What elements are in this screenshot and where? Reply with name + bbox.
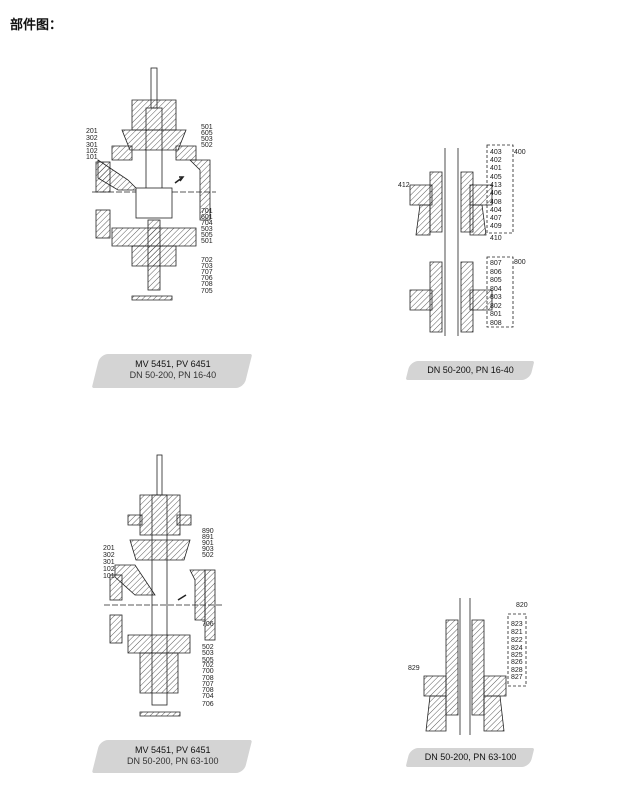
part-number-label: 403 (490, 149, 502, 156)
part-number-label: 707 (202, 681, 214, 688)
part-number-label: 706 (201, 275, 213, 282)
part-number-label: 302 (103, 552, 115, 559)
caption-model: MV 5451, PV 6451 (134, 745, 211, 755)
caption-figure-3: MV 5451, PV 6451 DN 50-200, PN 63-100 (91, 740, 253, 773)
part-number-label: 412 (398, 182, 410, 189)
packing-drawing-820 (423, 598, 527, 735)
part-number-label: 823 (511, 621, 523, 628)
part-number-label: 804 (490, 286, 502, 293)
part-number-label: 402 (490, 157, 502, 164)
part-number-label: 828 (511, 667, 523, 674)
part-number-label: 501 (201, 238, 213, 245)
part-number-label: 706 (202, 621, 214, 628)
part-number-label: 503 (202, 650, 214, 657)
part-number-label: 702 (201, 257, 213, 264)
part-number-labels: 2013023011021015016055035027016017045035… (86, 124, 528, 708)
part-number-label: 704 (202, 693, 214, 700)
part-number-label: 302 (86, 135, 98, 142)
part-number-label: 708 (201, 281, 213, 288)
part-number-label: 407 (490, 215, 502, 222)
part-number-label: 102 (103, 566, 115, 573)
part-number-label: 502 (201, 142, 213, 149)
part-number-label: 410 (490, 235, 502, 242)
part-number-label: 822 (511, 637, 523, 644)
caption-range: DN 50-200, PN 63-100 (424, 752, 517, 762)
part-number-label: 801 (490, 311, 502, 318)
part-number-label: 821 (511, 629, 523, 636)
part-number-label: 826 (511, 659, 523, 666)
part-number-label: 820 (516, 602, 528, 609)
part-number-label: 829 (408, 665, 420, 672)
part-number-label: 413 (490, 182, 502, 189)
part-number-label: 700 (202, 668, 214, 675)
part-number-label: 401 (490, 165, 502, 172)
part-number-label: 408 (490, 199, 502, 206)
caption-range: DN 50-200, PN 63-100 (126, 756, 219, 766)
page-title: 部件图： (10, 18, 63, 33)
part-number-label: 505 (202, 657, 214, 664)
part-number-label: 405 (490, 174, 502, 181)
part-number-label: 301 (103, 559, 115, 566)
part-number-label: 601 (201, 214, 213, 221)
part-number-label: 806 (490, 269, 502, 276)
part-number-label: 605 (201, 130, 213, 137)
part-number-label: 824 (511, 645, 523, 652)
caption-range: DN 50-200, PN 16-40 (129, 370, 217, 380)
part-number-label: 800 (514, 259, 526, 266)
part-number-label: 406 (490, 190, 502, 197)
part-number-label: 101 (86, 154, 98, 161)
part-number-label: 708 (202, 675, 214, 682)
part-number-label: 501 (201, 124, 213, 131)
part-number-label: 201 (86, 128, 98, 135)
part-number-label: 825 (511, 652, 523, 659)
part-number-label: 102 (86, 148, 98, 155)
part-number-label: 502 (202, 552, 214, 559)
part-number-label: 301 (86, 142, 98, 149)
caption-figure-2: DN 50-200, PN 16-40 (405, 361, 535, 380)
packing-drawing-400-800 (409, 144, 514, 336)
part-number-label: 702 (202, 662, 214, 669)
part-number-label: 404 (490, 207, 502, 214)
caption-figure-4: DN 50-200, PN 63-100 (405, 748, 535, 767)
part-number-label: 808 (490, 320, 502, 327)
part-number-label: 201 (103, 545, 115, 552)
part-number-label: 703 (201, 263, 213, 270)
part-number-label: 101 (103, 573, 115, 580)
part-number-label: 901 (202, 540, 214, 547)
part-number-label: 707 (201, 269, 213, 276)
part-number-label: 502 (202, 644, 214, 651)
part-number-label: 706 (202, 701, 214, 708)
part-number-label: 827 (511, 674, 523, 681)
part-number-label: 903 (202, 546, 214, 553)
caption-range: DN 50-200, PN 16-40 (427, 365, 514, 375)
part-number-label: 503 (201, 226, 213, 233)
valve-drawing-2 (104, 454, 222, 717)
part-number-label: 802 (490, 303, 502, 310)
caption-model: MV 5451, PV 6451 (135, 359, 211, 369)
part-number-label: 803 (490, 294, 502, 301)
part-number-label: 503 (201, 136, 213, 143)
part-number-label: 704 (201, 220, 213, 227)
part-number-label: 701 (201, 208, 213, 215)
part-number-label: 890 (202, 528, 214, 535)
valve-drawing-1 (92, 67, 216, 301)
part-number-label: 400 (514, 149, 526, 156)
part-number-label: 705 (201, 288, 213, 295)
part-number-label: 805 (490, 277, 502, 284)
part-number-label: 891 (202, 534, 214, 541)
part-number-label: 708 (202, 687, 214, 694)
part-number-label: 505 (201, 232, 213, 239)
caption-figure-1: MV 5451, PV 6451 DN 50-200, PN 16-40 (91, 354, 253, 388)
part-number-label: 409 (490, 223, 502, 230)
part-number-label: 807 (490, 260, 502, 267)
